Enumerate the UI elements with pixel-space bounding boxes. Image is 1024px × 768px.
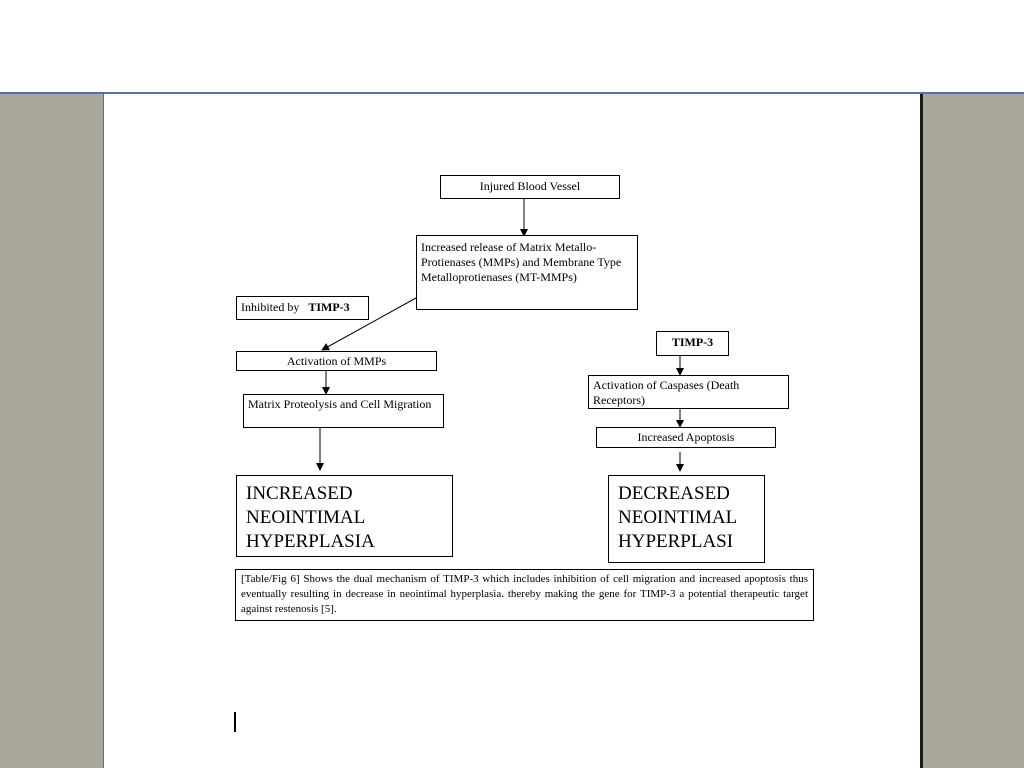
increased-hyperplasia-box: INCREASED NEOINTIMAL HYPERPLASIA bbox=[236, 475, 453, 557]
activation-mmps-label: Activation of MMPs bbox=[286, 354, 387, 368]
increased-hyperplasia-label: INCREASED NEOINTIMAL HYPERPLASIA bbox=[246, 483, 375, 552]
activation-mmps-box: Activation of MMPs bbox=[236, 351, 437, 371]
document-page[interactable] bbox=[104, 94, 920, 768]
caspases-box: Activation of Caspases (Death Receptors) bbox=[588, 375, 789, 409]
mmp-release-box: Increased release of Matrix Metallo-Prot… bbox=[416, 235, 638, 310]
decreased-hyperplasia-box: DECREASED NEOINTIMAL HYPERPLASI bbox=[608, 475, 765, 563]
text-cursor bbox=[234, 712, 236, 732]
left-gutter bbox=[0, 94, 104, 768]
figure-caption-box: [Table/Fig 6] Shows the dual mechanism o… bbox=[235, 569, 814, 621]
right-gutter bbox=[920, 94, 1024, 768]
apoptosis-label: Increased Apoptosis bbox=[637, 430, 735, 444]
timp3-box: TIMP-3 bbox=[656, 331, 729, 356]
injured-blood-vessel-box: Injured Blood Vessel bbox=[440, 175, 620, 199]
injured-blood-vessel-label: Injured Blood Vessel bbox=[479, 179, 581, 193]
inhibited-by-box: Inhibited by TIMP-3 bbox=[236, 296, 369, 320]
mmp-release-label: Increased release of Matrix Metallo-Prot… bbox=[421, 240, 622, 284]
toolbar-area bbox=[0, 0, 1024, 92]
toolbar-divider bbox=[0, 92, 1024, 94]
caspases-label: Activation of Caspases (Death Receptors) bbox=[593, 378, 740, 407]
apoptosis-box: Increased Apoptosis bbox=[596, 427, 776, 448]
timp3-label: TIMP-3 bbox=[671, 335, 714, 349]
inhibited-by-label: Inhibited by bbox=[241, 300, 300, 314]
inhibited-by-timp3: TIMP-3 bbox=[308, 300, 350, 314]
figure-caption: [Table/Fig 6] Shows the dual mechanism o… bbox=[241, 573, 808, 615]
arrow-release-to-activation bbox=[321, 297, 417, 351]
proteolysis-box: Matrix Proteolysis and Cell Migration bbox=[243, 394, 444, 428]
proteolysis-label: Matrix Proteolysis and Cell Migration bbox=[248, 397, 432, 411]
decreased-hyperplasia-label: DECREASED NEOINTIMAL HYPERPLASI bbox=[618, 483, 737, 552]
